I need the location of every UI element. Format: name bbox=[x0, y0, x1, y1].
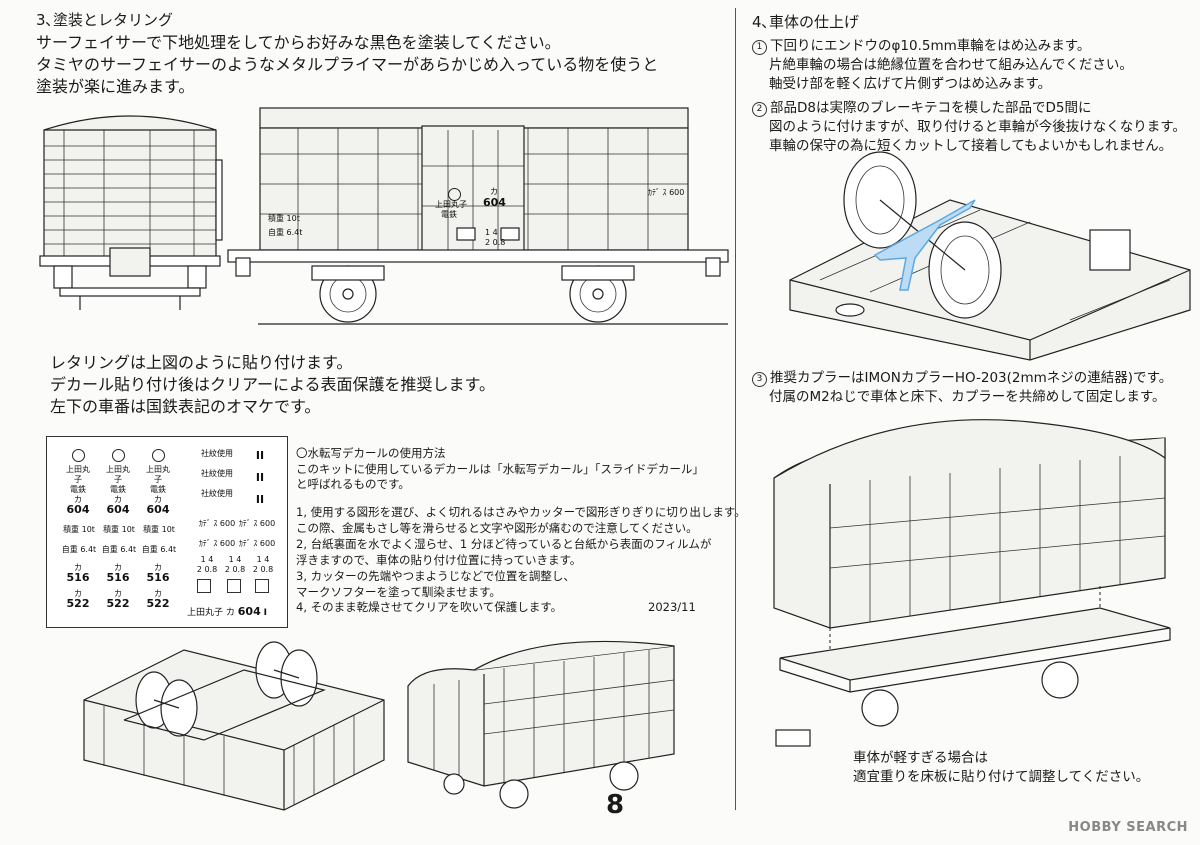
instructions-intro-2: と呼ばれるものです。 bbox=[296, 477, 410, 491]
step1-line-3: 軸受け部を軽く広げて片側ずつはめ込みます。 bbox=[769, 76, 1052, 92]
instructions-step-1: 1, 使用する図形を選び、よく切れるはさみやカッターで図形ぎりぎりに切り出します… bbox=[296, 505, 746, 519]
instructions-step-3b: マークソフターを塗って馴染ませます。 bbox=[296, 585, 501, 599]
wagon-isometric-drawing bbox=[407, 640, 675, 809]
section3-line-3: 塗装が楽に進みます。 bbox=[36, 77, 195, 96]
body-floor-exploded-drawing bbox=[773, 419, 1171, 747]
car-logo-icon bbox=[448, 186, 461, 205]
decal-516-3: 516 bbox=[146, 571, 170, 584]
step3-line-2: 付属のM2ねじで車体と床下、カプラーを共締めして固定します。 bbox=[769, 389, 1166, 405]
instructions-step-2: 2, 台紙裏面を水でよく湿らせ、1 分ほど待っていると台紙から表面のフィルムが bbox=[296, 537, 712, 551]
section4-heading: 4､車体の仕上げ bbox=[752, 13, 860, 31]
step3-number-badge: 3 bbox=[752, 372, 767, 387]
decal-604-2: 604 bbox=[106, 503, 130, 516]
car-load: 積重 10t bbox=[268, 214, 300, 223]
watermark-logo: HOBBY SEARCH bbox=[1068, 820, 1188, 835]
instructions-step-2b: 浮きますので、車体の貼り付け位置に持っていきます。 bbox=[296, 553, 582, 567]
section3-line-1: サーフェイサーで下地処理をしてからお好みな黒色を塗装してください。 bbox=[36, 33, 561, 52]
car-company: 上田丸子 bbox=[435, 200, 467, 209]
instructions-title: 〇水転写デカールの使用方法 bbox=[296, 446, 446, 460]
decal-522-2: 522 bbox=[106, 597, 130, 610]
step2-line-2: 図のように付けますが、取り付けると車輪が今後抜けなくなります。 bbox=[769, 119, 1186, 135]
instructions-step-3: 3, カッターの先端やつまようじなどで位置を調整し、 bbox=[296, 569, 575, 583]
step1-number-badge: 1 bbox=[752, 40, 767, 55]
section3-heading: 3､塗装とレタリング bbox=[36, 11, 174, 29]
lettering-line-2: デカール貼り付け後はクリアーによる表面保護を推奨します。 bbox=[50, 375, 495, 394]
car-dim-1: 1 4 bbox=[485, 228, 498, 237]
instructions-step-1b: この際、金属もさし等を滑らせると文字や図形が痛むので注意してください。 bbox=[296, 521, 698, 535]
decal-logo-icon bbox=[151, 449, 165, 462]
step2-line-3: 車輪の保守の為に短くカットして接着してもよいかもしれません。 bbox=[769, 138, 1173, 154]
car-company-2: 電鉄 bbox=[441, 210, 457, 219]
wagon-side-view-drawing bbox=[227, 107, 729, 325]
decal-bars-1: II bbox=[255, 449, 265, 462]
step2-number-badge: 2 bbox=[752, 102, 767, 117]
page-number: 8 bbox=[606, 790, 625, 820]
weight-line-1: 車体が軽すぎる場合は bbox=[853, 750, 988, 766]
instructions-date: 2023/11 bbox=[648, 600, 696, 614]
underframe-isometric-drawing bbox=[83, 641, 385, 811]
decal-522-1: 522 bbox=[66, 597, 90, 610]
wagon-end-view-drawing bbox=[39, 115, 223, 310]
weight-line-2: 適宜重りを床板に貼り付けて調整してください。 bbox=[853, 769, 1150, 785]
decal-logo-icon bbox=[71, 449, 85, 462]
decal-604-3: 604 bbox=[146, 503, 170, 516]
column-divider bbox=[735, 8, 736, 810]
car-tare: 自重 6.4t bbox=[268, 228, 303, 237]
decal-logo-icon bbox=[111, 449, 125, 462]
instructions-intro-1: このキットに使用しているデカールは「水転写デカール」｢スライドデカール」 bbox=[296, 462, 704, 476]
decal-logo-1: 上田丸子電鉄 bbox=[63, 449, 93, 495]
lettering-line-3: 左下の車番は国鉄表記のオマケです。 bbox=[50, 397, 321, 416]
section3-line-2: タミヤのサーフェイサーのようなメタルプライマーがあらかじめ入っている物を使うと bbox=[36, 55, 659, 74]
lettering-line-1: レタリングは上図のように貼り付けます。 bbox=[50, 353, 353, 372]
car-small-marking: ｶﾃﾞ ｽ 600 bbox=[648, 188, 685, 197]
car-number: 604 bbox=[483, 196, 506, 209]
decal-604-1: 604 bbox=[66, 503, 90, 516]
decal-516-1: 516 bbox=[66, 571, 90, 584]
step1-line-2: 片絶車輪の場合は絶縁位置を合わせて組み込んでください。 bbox=[769, 57, 1133, 73]
decal-jnr-number: 上田丸子 カ 604 I bbox=[187, 605, 267, 618]
instructions-step-4: 4, そのまま乾燥させてクリアを吹いて保護します。 bbox=[296, 600, 563, 614]
decal-logo-2: 上田丸子電鉄 bbox=[103, 449, 133, 495]
decal-bars-3: II bbox=[255, 493, 265, 506]
decal-bars-2: II bbox=[255, 471, 265, 484]
car-kana: カ bbox=[490, 187, 498, 196]
decal-516-2: 516 bbox=[106, 571, 130, 584]
car-dim-2: 2 0.8 bbox=[485, 238, 506, 247]
decal-logo-3: 上田丸子電鉄 bbox=[143, 449, 173, 495]
wheel-brake-assembly-drawing bbox=[789, 151, 1191, 361]
brake-lever-part-d8 bbox=[873, 199, 976, 291]
decal-522-3: 522 bbox=[146, 597, 170, 610]
